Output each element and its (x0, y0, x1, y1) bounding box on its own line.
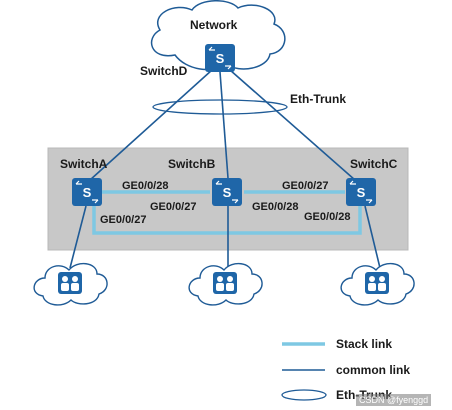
switch-b-icon: S (212, 178, 242, 206)
switch-d-label: SwitchD (140, 64, 188, 78)
port-label-b-ge28: GE0/0/28 (252, 201, 299, 213)
user-cloud-c (340, 263, 415, 306)
user-cloud-b (188, 263, 263, 306)
common-link-d-a (89, 69, 213, 181)
common-link-a-users (69, 205, 87, 269)
switch-c-icon: S (346, 178, 376, 206)
eth-trunk-label: Eth-Trunk (290, 92, 346, 106)
switch-b-label: SwitchB (168, 157, 216, 171)
port-label-a-ge27: GE0/0/27 (100, 214, 147, 226)
eth-trunk-ellipse (152, 99, 288, 115)
watermark: CSDN @fyenggd (356, 394, 432, 406)
port-label-c-ge28: GE0/0/28 (304, 211, 351, 223)
svg-text:S: S (83, 185, 92, 200)
legend-stack-link-label: Stack link (336, 337, 393, 351)
common-link-d-b (219, 71, 229, 179)
svg-text:S: S (216, 51, 225, 66)
common-link-d-c (229, 69, 356, 181)
legend-eth-trunk-ellipse (281, 389, 327, 401)
port-label-a-ge28: GE0/0/28 (122, 180, 169, 192)
switch-c-label: SwitchC (350, 157, 398, 171)
switch-d-icon: S (205, 44, 235, 72)
switch-a-label: SwitchA (60, 157, 108, 171)
network-label: Network (190, 18, 238, 32)
port-label-c-ge27: GE0/0/27 (282, 180, 329, 192)
legend-common-link-label: common link (336, 363, 411, 377)
switch-a-icon: S (72, 178, 102, 206)
stack-link-a-c-loop (92, 205, 362, 235)
svg-text:S: S (223, 185, 232, 200)
common-link-c-users (364, 205, 381, 269)
svg-text:S: S (357, 185, 366, 200)
port-label-b-ge27: GE0/0/27 (150, 201, 197, 213)
user-cloud-a (33, 263, 108, 306)
